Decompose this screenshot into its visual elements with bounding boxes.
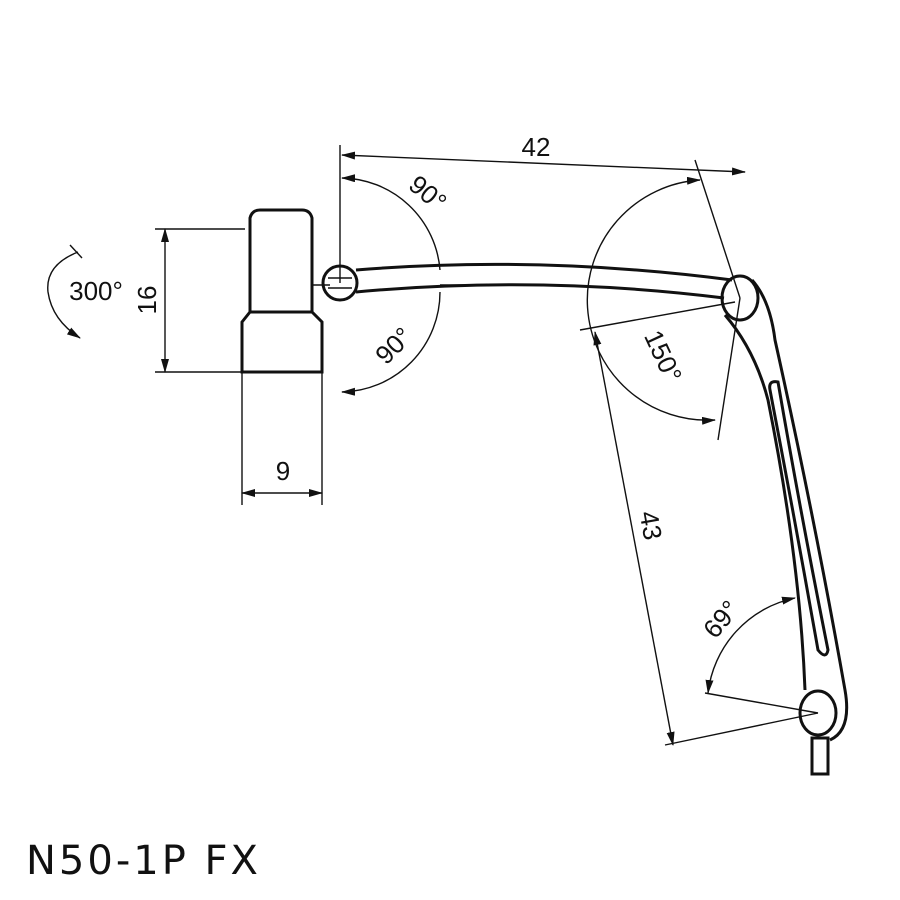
- upper-arm: [321, 262, 733, 302]
- head-height-dimension: 16: [132, 228, 245, 373]
- arm1-length-label: 42: [522, 132, 551, 162]
- arm1-length-dimension: 42: [339, 132, 746, 299]
- rotation-dimension: 300°: [47, 244, 123, 339]
- model-title: N50-1P FX: [26, 838, 261, 884]
- arm2-length-dimension: 43: [579, 301, 819, 746]
- lamp-head: [240, 208, 330, 374]
- head-width-label: 9: [276, 456, 290, 486]
- joint2-angle-dimension: 150°: [586, 176, 741, 441]
- lower-arm: [720, 274, 849, 776]
- joint1-up-label: 90°: [403, 169, 452, 217]
- rotation-label: 300°: [69, 276, 123, 306]
- base-angle-label: 69°: [697, 595, 745, 644]
- joint1-angle-dimension: 90° 90°: [341, 169, 470, 396]
- joint2-label: 150°: [638, 325, 688, 386]
- head-width-dimension: 9: [241, 372, 323, 505]
- head-height-label: 16: [132, 286, 162, 315]
- arm2-length-label: 43: [634, 509, 669, 543]
